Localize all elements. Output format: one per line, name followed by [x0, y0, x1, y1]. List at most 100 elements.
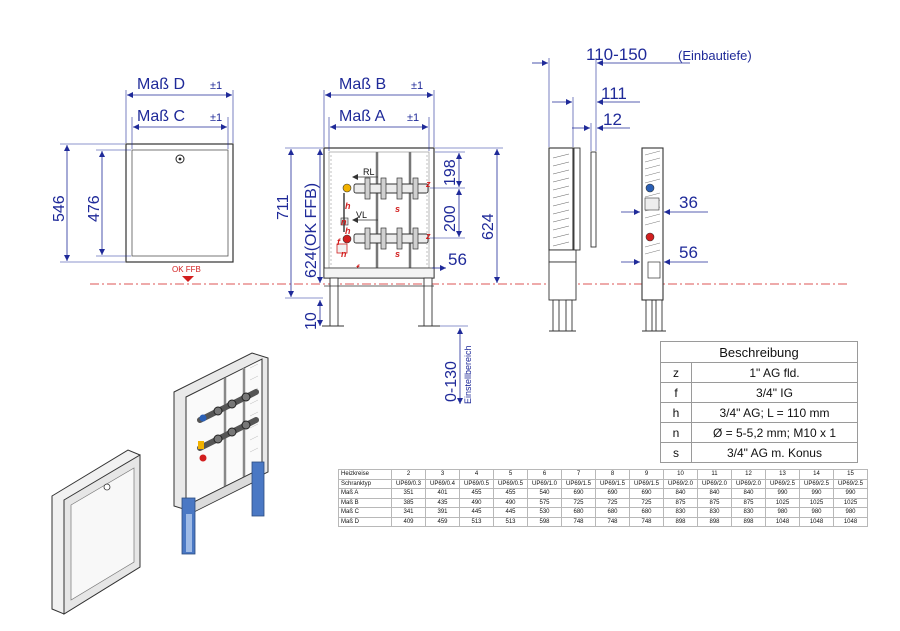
ok-ffb-marker-icon: [182, 276, 194, 282]
height-476-label: 476: [86, 195, 103, 222]
cover-3d-illustration: [51, 449, 141, 615]
size-table-cell: UP69/0.5: [493, 478, 528, 489]
label-s-lower: s: [395, 249, 400, 259]
dim-198-label: 198: [442, 159, 459, 186]
size-table-row-header: Heizkreise: [338, 469, 392, 480]
size-table-cell: 875: [663, 497, 698, 508]
legend-value: 1" AG fld.: [691, 362, 858, 383]
side-section-view: 36 56: [621, 147, 708, 332]
legend-row: n Ø = 5-5,2 mm; M10 x 1: [660, 422, 858, 443]
dim-56-front-label: 56: [448, 250, 467, 269]
mass-a-tolerance: ±1: [407, 112, 419, 124]
size-table-cell: UP69/2.0: [731, 478, 766, 489]
height-624-okffb-label: 624(OK FFB): [303, 183, 320, 278]
size-table-cell: 830: [697, 507, 732, 518]
cover-3d-lock-icon: [103, 483, 111, 491]
size-table-cell: 1025: [765, 497, 800, 508]
height-546-label: 546: [51, 195, 68, 222]
size-table-cell: 990: [765, 488, 800, 499]
size-table-cell: UP69/0.4: [425, 478, 460, 489]
size-table-cell: 455: [493, 488, 528, 499]
size-table-cell: 690: [629, 488, 664, 499]
mass-a-label: Maß A: [339, 108, 386, 125]
size-table-cell: 7: [561, 469, 596, 480]
size-table-cell: 385: [391, 497, 426, 508]
size-table-cell: 13: [765, 469, 800, 480]
size-table-cell: 455: [459, 488, 494, 499]
label-n-lower: n: [341, 249, 347, 259]
size-table-cell: UP69/0.5: [459, 478, 494, 489]
height-624-label: 624: [480, 213, 497, 240]
size-table-cell: 840: [731, 488, 766, 499]
mass-c-label: Maß C: [137, 108, 185, 125]
size-table-cell: 830: [731, 507, 766, 518]
depth-12-label: 12: [603, 110, 622, 129]
legend-value: Ø = 5-5,2 mm; M10 x 1: [691, 422, 858, 443]
height-10-label: 10: [303, 312, 320, 330]
size-table-cell: 3: [425, 469, 460, 480]
size-table-cell: 875: [731, 497, 766, 508]
legend-row: s 3/4" AG m. Konus: [660, 442, 858, 463]
label-n-upper: n: [341, 217, 347, 227]
size-table-cell: 490: [493, 497, 528, 508]
size-table-cell: 2: [391, 469, 426, 480]
mass-b-tolerance: ±1: [411, 80, 423, 92]
size-table-cell: 409: [391, 516, 426, 527]
size-table-cell: 1048: [799, 516, 834, 527]
size-table-cell: UP69/2.5: [765, 478, 800, 489]
size-table-cell: 14: [799, 469, 834, 480]
size-table-cell: 15: [833, 469, 868, 480]
size-table-cell: 540: [527, 488, 562, 499]
dim-36-label: 36: [679, 193, 698, 212]
legend-key: n: [660, 422, 692, 443]
size-table-cell: 748: [629, 516, 664, 527]
mass-d-label: Maß D: [137, 76, 185, 93]
mass-b-label: Maß B: [339, 76, 386, 93]
height-711-label: 711: [275, 194, 292, 220]
size-table-cell: UP69/1.5: [595, 478, 630, 489]
label-z-upper: z: [425, 179, 431, 189]
size-table-cell: 748: [595, 516, 630, 527]
size-table-cell: 980: [765, 507, 800, 518]
size-table-cell: 830: [663, 507, 698, 518]
legend-row: z 1" AG fld.: [660, 362, 858, 383]
size-table-cell: 490: [459, 497, 494, 508]
cabinet-3d-red-valve-icon: [199, 454, 207, 462]
size-table-cell: 513: [493, 516, 528, 527]
size-table-cell: 680: [561, 507, 596, 518]
mass-c-tolerance: ±1: [210, 112, 222, 124]
size-table-row-header: Schranktyp: [338, 478, 392, 489]
size-table-cell: 1048: [765, 516, 800, 527]
size-table-cell: 8: [595, 469, 630, 480]
size-table-cell: 725: [595, 497, 630, 508]
size-table-cell: 680: [629, 507, 664, 518]
size-table-cell: 725: [629, 497, 664, 508]
size-table-cell: 341: [391, 507, 426, 518]
size-table-cell: 748: [561, 516, 596, 527]
dim-200-label: 200: [442, 205, 459, 232]
size-table-cell: 680: [595, 507, 630, 518]
size-table-row-header: Maß C: [338, 507, 392, 518]
label-h-upper: h: [345, 201, 351, 211]
size-table-cell: 598: [527, 516, 562, 527]
size-table-cell: 575: [527, 497, 562, 508]
size-table-cell: UP69/2.0: [697, 478, 732, 489]
size-table-cell: 10: [663, 469, 698, 480]
size-table-cell: UP69/2.5: [833, 478, 868, 489]
cabinet-3d-illustration: [173, 352, 269, 555]
label-s-upper: s: [395, 204, 400, 214]
legend-value: 3/4" IG: [691, 382, 858, 403]
depth-110-150-label: 110-150: [586, 45, 647, 64]
size-table-cell: 690: [561, 488, 596, 499]
size-table-cell: 990: [799, 488, 834, 499]
vl-label: VL: [356, 210, 367, 220]
size-table-row-header: Maß A: [338, 488, 392, 499]
legend-value: 3/4" AG; L = 110 mm: [691, 402, 858, 423]
return-valve-icon: [342, 234, 352, 244]
